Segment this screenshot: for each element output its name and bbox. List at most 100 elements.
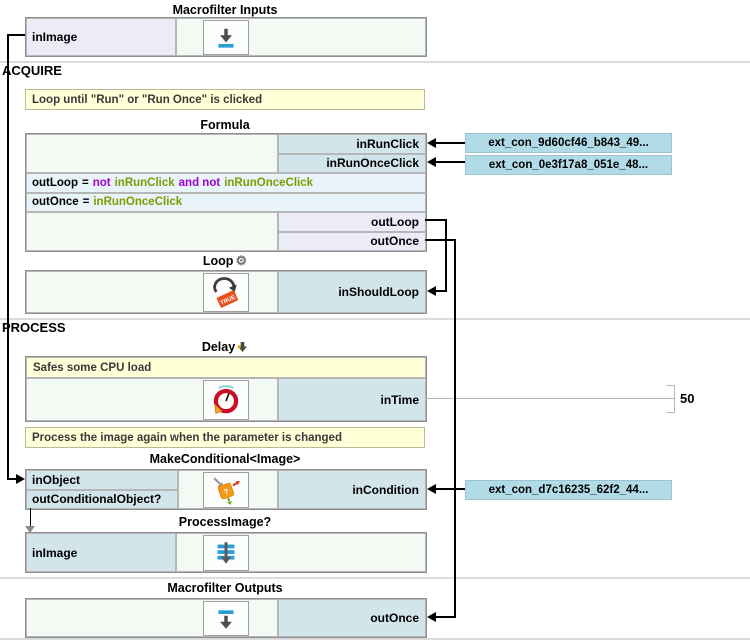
svg-text:?: ? [223,487,231,497]
formula-body-bottom [26,212,278,251]
processimage-icon-box[interactable] [203,535,249,571]
section-divider-outputs [0,577,750,579]
download-arrow-icon [218,28,234,48]
makeconditional-icon-box[interactable]: ? [203,472,249,508]
section-divider-process [0,318,750,320]
wire-inimage-to-inobject[interactable] [7,34,9,480]
wire-arrowhead-left [427,138,436,148]
comment-process-again[interactable]: Process the image again when the paramet… [25,427,425,448]
port-outconditionalobject[interactable]: outConditionalObject? [26,489,178,509]
wire-arrowhead-left [427,484,436,494]
gear-icon: ⚙ [235,253,248,268]
intime-value[interactable]: 50 [680,391,695,406]
formula-line-outonce[interactable]: outOnce = inRunOnceClick [26,192,426,212]
port-mfo-outonce[interactable]: outOnce [278,599,426,637]
upload-bar-arrow-icon [218,609,234,629]
wire-outloop-to-inshouldloop[interactable] [435,290,447,292]
block-macrofilter-outputs[interactable]: outOnce [25,598,427,638]
image-layers-arrow-icon [217,542,235,564]
port-label-inobject: inObject [32,472,81,487]
block-processimage[interactable]: inImage [25,532,427,573]
port-inshouldloop[interactable]: inShouldLoop [278,271,426,313]
external-connection-label[interactable]: ext_con_0e3f17a8_051e_48... [465,155,672,175]
block-title-makeconditional: MakeConditional<Image> [25,451,425,466]
formula-token-identifier: inRunClick [114,176,175,189]
block-title-text: Formula [200,117,250,132]
wire-outonce-to-mfo[interactable] [425,239,456,241]
external-connection-label[interactable]: ext_con_d7c16235_62f2_44... [465,480,672,500]
comment-loop-until-run[interactable]: Loop until "Run" or "Run Once" is clicke… [25,89,425,110]
block-title-text: Macrofilter Inputs [172,2,278,17]
wire-extcon-to-inrunclick[interactable] [436,142,465,144]
wire-extcon-to-incondition[interactable] [436,488,465,490]
block-macrofilter-inputs[interactable]: inImage [25,17,427,57]
loop-icon-box[interactable]: TRUE [203,273,249,312]
mfi-icon-box[interactable] [203,20,249,55]
block-title-text: MakeConditional<Image> [149,451,301,466]
port-label-inrunonceclick: inRunOnceClick [326,156,419,171]
formula-body-top [26,134,278,173]
port-label-inimage: inImage [32,30,78,44]
wire-arrowhead-left [427,612,436,622]
port-mfi-inimage[interactable]: inImage [26,18,176,56]
formula-token-keyword: and not [178,176,221,189]
block-formula[interactable]: inRunClick inRunOnceClick outLoop = not … [25,133,427,252]
wire-outonce-to-mfo[interactable] [454,239,456,618]
port-outonce[interactable]: outOnce [278,231,426,251]
port-intime[interactable]: inTime [278,378,426,421]
block-title-text: Loop [202,253,234,268]
block-title-text: Macrofilter Outputs [167,580,283,595]
port-label-outconditionalobject: outConditionalObject? [32,492,162,507]
intime-value-bracket [666,385,674,386]
formula-line-outloop[interactable]: outLoop = not inRunClick and not inRunOn… [26,173,426,193]
block-title-processimage: ProcessImage? [25,514,425,529]
wire-inimage-to-inobject[interactable] [7,34,25,36]
port-label-inshouldloop: inShouldLoop [338,285,419,299]
wire-inimage-to-inobject[interactable] [7,478,19,480]
port-label-mfo-outonce: outOnce [370,611,419,625]
formula-token-identifier: inRunOnceClick [93,196,183,209]
external-connection-label[interactable]: ext_con_9d60cf46_b843_49... [465,133,672,153]
comment-text: Safes some CPU load [33,361,152,374]
port-label-inrunclick: inRunClick [356,136,419,151]
down-arrow-icon [238,341,248,352]
section-label-process: PROCESS [2,320,66,335]
port-label-outonce: outOnce [370,234,419,249]
wire-outconditionalobject-to-pi-inimage[interactable] [30,508,31,527]
section-label-acquire: ACQUIRE [2,63,62,78]
wire-outonce-to-mfo[interactable] [435,616,455,618]
formula-token: = [81,176,89,189]
port-incondition[interactable]: inCondition [278,470,426,509]
port-label-outloop: outLoop [371,214,419,229]
block-title-formula: Formula [25,117,425,132]
port-inrunonceclick[interactable]: inRunOnceClick [278,153,426,173]
formula-token: outOnce [32,196,79,209]
delay-comment-row[interactable]: Safes some CPU load [26,357,426,378]
wire-arrowhead-down [25,526,35,533]
wire-arrowhead-right [16,474,25,484]
formula-token-keyword: not [92,176,111,189]
formula-token: outLoop [32,176,78,189]
port-pi-inimage[interactable]: inImage [26,533,176,572]
section-divider-bottom [0,638,750,640]
block-title-delay: Delay [25,339,425,354]
delay-icon-box[interactable] [203,380,249,420]
port-label-intime: inTime [380,392,419,407]
wire-arrowhead-left [427,286,436,296]
loop-true-icon: TRUE [213,276,239,308]
port-label-pi-inimage: inImage [32,545,78,560]
clock-icon [213,385,239,414]
wire-extcon-to-inrunonceclick[interactable] [436,161,465,163]
conditional-diamond-icon: ? [213,477,240,505]
wire-outloop-to-inshouldloop[interactable] [425,219,447,221]
block-delay[interactable]: Safes some CPU load inTime [25,356,427,422]
port-inrunclick[interactable]: inRunClick [278,134,426,154]
block-title-text: Delay [201,339,236,354]
block-makeconditional[interactable]: inObject outConditionalObject? inConditi… [25,469,427,510]
block-loop[interactable]: inShouldLoop TRUE [25,270,427,314]
port-inobject[interactable]: inObject [26,470,178,490]
mfo-icon-box[interactable] [203,601,249,636]
wire-outloop-to-inshouldloop[interactable] [445,219,447,292]
port-outloop[interactable]: outLoop [278,212,426,232]
